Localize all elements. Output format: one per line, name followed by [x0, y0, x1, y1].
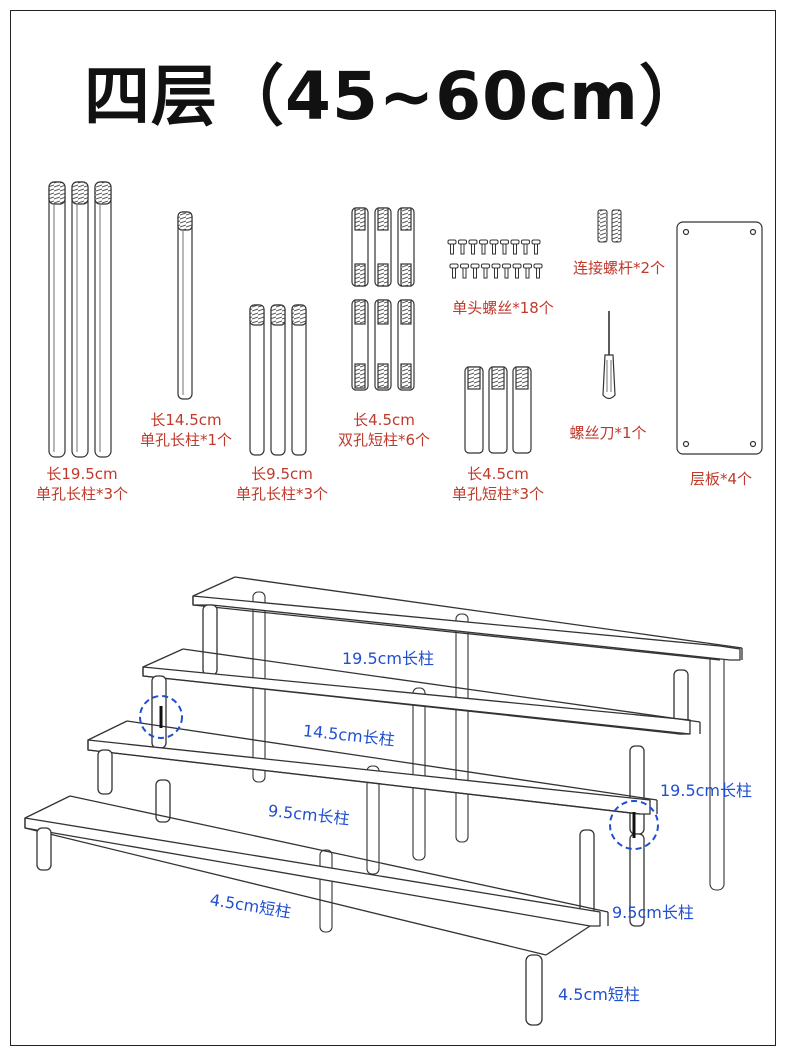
- screw: [523, 263, 532, 279]
- connector-rod: [597, 209, 608, 243]
- double-hole-post-group: [351, 207, 415, 391]
- screwdriver-label: 螺丝刀*1个: [569, 424, 647, 442]
- rod-14-5cm: [177, 211, 193, 400]
- shelf-tier-3: [142, 648, 701, 735]
- double-hole-post: [351, 207, 369, 287]
- screw: [502, 263, 511, 279]
- shelf-board-label: 层板*4个: [689, 470, 753, 488]
- screw: [531, 239, 541, 255]
- rod-19-5cm-count: 单孔长柱*3个: [35, 485, 129, 503]
- shelf-board: [676, 221, 763, 455]
- single-hole-post: [488, 366, 508, 454]
- single-hole-post-label: 长4.5cm 单孔短柱*3个: [438, 464, 558, 504]
- screw: [479, 239, 488, 255]
- screw: [512, 263, 522, 279]
- screw: [458, 239, 467, 255]
- rod-14-5cm-length: 长14.5cm: [150, 411, 222, 429]
- rod-19-5cm-label: 长19.5cm 单孔长柱*3个: [22, 464, 142, 504]
- rod-14-5cm-count: 单孔长柱*1个: [139, 431, 233, 449]
- rod-19-5cm-length: 长19.5cm: [46, 465, 118, 483]
- screw: [449, 263, 459, 279]
- screw-group: [447, 239, 543, 279]
- rod-9-5cm: [249, 304, 265, 456]
- shelf-tier-4: [192, 576, 743, 661]
- screw: [460, 263, 469, 279]
- rod-14-5cm-label: 长14.5cm 单孔长柱*1个: [126, 410, 246, 450]
- screw: [481, 263, 490, 279]
- label-4-5cm-right: 4.5cm短柱: [558, 985, 640, 1004]
- rod-19-5cm-group: [48, 181, 112, 458]
- page-title: 四层（45~60cm）: [84, 58, 706, 135]
- rod-9-5cm-count: 单孔长柱*3个: [235, 485, 329, 503]
- highlight-circle-left: [139, 695, 183, 739]
- rod-19-5cm: [94, 181, 112, 458]
- rod-9-5cm: [270, 304, 286, 456]
- double-hole-post-length: 长4.5cm: [353, 411, 415, 429]
- double-hole-post-count: 双孔短柱*6个: [337, 431, 431, 449]
- double-hole-post: [374, 207, 392, 287]
- screw: [491, 263, 501, 279]
- rod-9-5cm-label: 长9.5cm 单孔长柱*3个: [222, 464, 342, 504]
- highlight-circle-right: [609, 800, 659, 850]
- image-frame: [10, 10, 776, 1046]
- double-hole-post: [397, 299, 415, 391]
- double-hole-post-label: 长4.5cm 双孔短柱*6个: [323, 410, 445, 450]
- screw: [447, 239, 457, 255]
- screw: [470, 263, 480, 279]
- label-9-5cm-right: 9.5cm长柱: [612, 903, 694, 922]
- tier-1-legs: [36, 827, 543, 1026]
- single-hole-post: [464, 366, 484, 454]
- tier-2-legs: [97, 749, 645, 927]
- rod-19-5cm: [71, 181, 89, 458]
- rod-9-5cm: [291, 304, 307, 456]
- single-hole-post-length: 长4.5cm: [467, 465, 529, 483]
- screw: [510, 239, 520, 255]
- single-hole-post-group: [464, 366, 532, 454]
- assembly-drawing: [24, 576, 743, 1026]
- screw: [521, 239, 530, 255]
- label-19-5cm-center: 19.5cm长柱: [342, 649, 435, 668]
- label-19-5cm-right: 19.5cm长柱: [660, 781, 753, 800]
- connector-rod-group: [597, 209, 622, 243]
- screw: [533, 263, 543, 279]
- screw: [468, 239, 478, 255]
- connector-rod: [611, 209, 622, 243]
- single-hole-post: [512, 366, 532, 454]
- single-hole-post-count: 单孔短柱*3个: [451, 485, 545, 503]
- double-hole-post: [374, 299, 392, 391]
- tier-4-legs: [202, 604, 689, 735]
- screw: [489, 239, 499, 255]
- rod-9-5cm-length: 长9.5cm: [251, 465, 313, 483]
- connector-rod-label: 连接螺杆*2个: [572, 259, 666, 277]
- screwdriver: [602, 311, 616, 400]
- rod-19-5cm: [48, 181, 66, 458]
- double-hole-post: [351, 299, 369, 391]
- rod-9-5cm-group: [249, 304, 307, 456]
- screw: [500, 239, 509, 255]
- double-hole-post: [397, 207, 415, 287]
- screws-label: 单头螺丝*18个: [452, 299, 554, 317]
- shelf-tier-2: [87, 720, 658, 815]
- shelf-tier-1: [24, 795, 609, 956]
